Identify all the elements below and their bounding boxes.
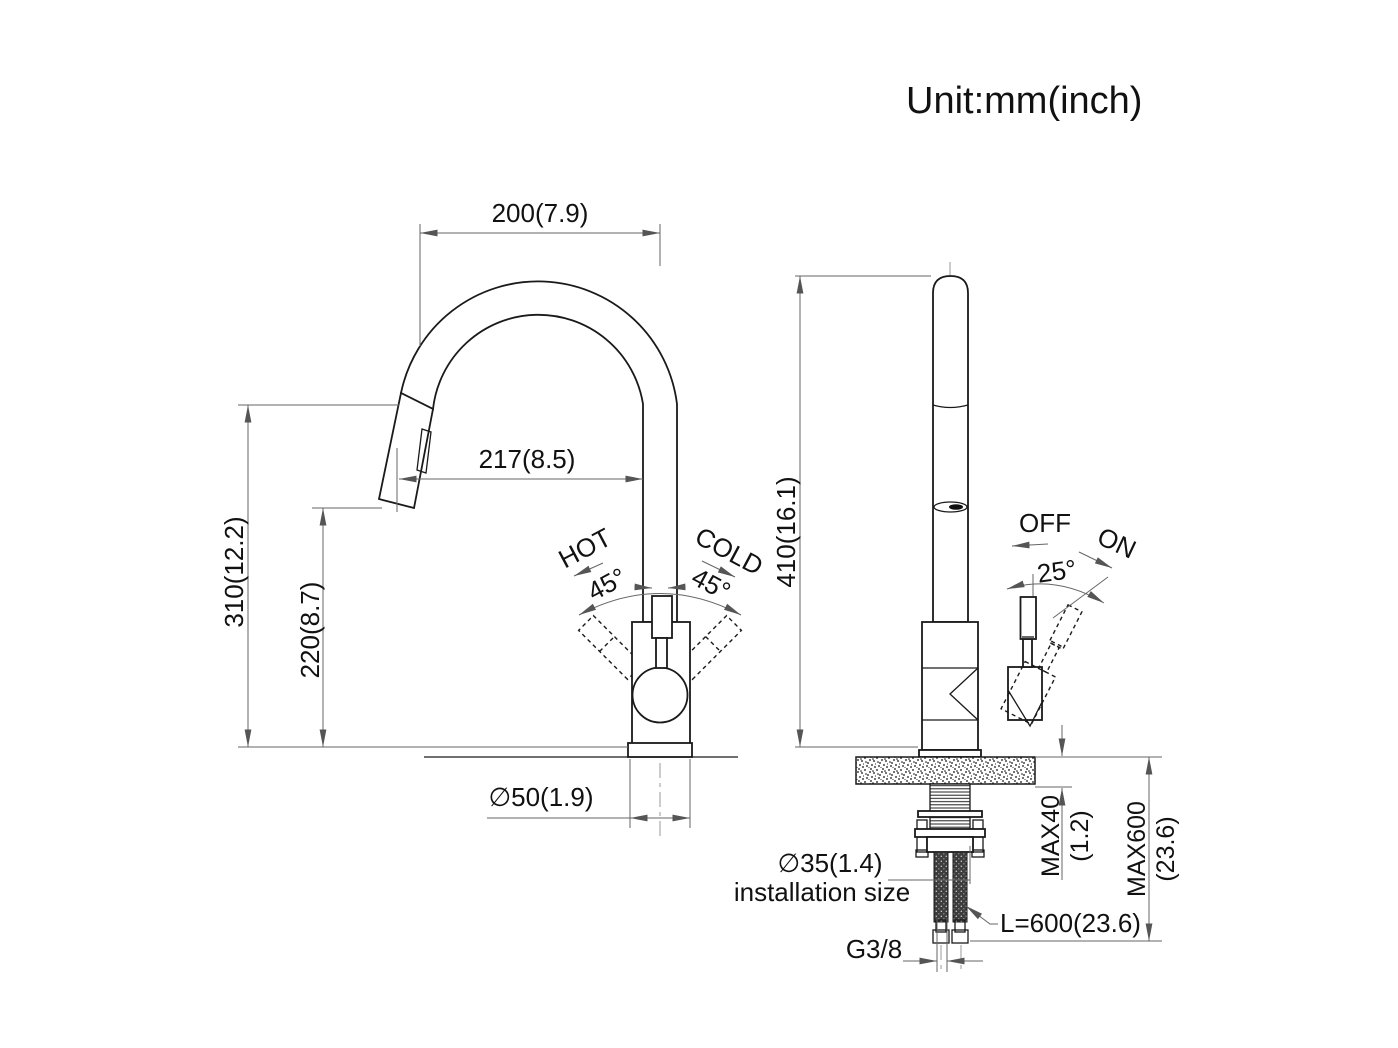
faucet-column-side (932, 275, 969, 623)
dim-base-diameter-label: ∅50(1.9) (488, 782, 593, 812)
hose-fitting-right (951, 929, 969, 944)
on-label: ON (1093, 521, 1141, 565)
countertop (855, 756, 1036, 785)
spray-head (377, 391, 435, 510)
dim-counter-thickness: MAX40 (1.2) (1035, 725, 1094, 880)
off-label: OFF (1019, 508, 1071, 538)
max-counter-label-1: MAX40 (1037, 795, 1065, 877)
dim-spout-reach: 217(8.5) (396, 444, 643, 512)
install-size-label: installation size (734, 877, 910, 907)
body-wedge (949, 667, 979, 721)
max-counter-label-2: (1.2) (1066, 810, 1094, 861)
hot-angle-label: 45° (582, 562, 631, 607)
column-seam (933, 501, 968, 513)
mounting-bracket (914, 828, 986, 838)
mounting-hardware (914, 783, 986, 858)
unit-label: Unit:mm(inch) (906, 80, 1142, 122)
hose-fitting-neck-right (954, 919, 966, 933)
supply-hoses (932, 851, 969, 974)
front-view: 200(7.9) 217(8.5) 310(12.2) 220(8.7) (219, 198, 768, 838)
mounting-washer (917, 810, 983, 818)
dim-spout-width: 200(7.9) (419, 198, 661, 346)
base-flange-front (627, 742, 693, 758)
hose-left (933, 851, 949, 923)
handle-side-rotated (1000, 603, 1083, 726)
faucet-body-side (921, 621, 979, 751)
hose-right (952, 851, 968, 923)
bolt-head-right (971, 849, 985, 858)
max-below-label-1: MAX600 (1123, 801, 1151, 897)
spray-head-button (416, 428, 432, 474)
dim-total-height-label: 310(12.2) (219, 516, 249, 627)
side-view: 410(16.1) OFF ON 25° MAX40 (1.2) MAX600 (734, 262, 1180, 974)
dim-height-side: 410(16.1) (771, 275, 931, 748)
max-below-label-2: (23.6) (1152, 816, 1180, 881)
dim-total-height: 310(12.2) (219, 404, 399, 747)
dim-max-below-counter: MAX600 (23.6) (970, 756, 1180, 942)
bolt-head-left (915, 849, 929, 858)
hose-length-label: L=600(23.6) (1000, 908, 1141, 938)
hose-length-callout: L=600(23.6) (965, 905, 1141, 938)
dim-height-side-label: 410(16.1) (771, 476, 801, 587)
dim-body-height: 220(8.7) (238, 507, 628, 748)
joint-ball (631, 666, 689, 724)
hose-fitting-neck-left (935, 919, 947, 933)
hose-fitting-left (932, 929, 950, 944)
base-flange-side (918, 749, 982, 758)
handle-lever-front (651, 595, 673, 639)
handle-stem-front (655, 637, 668, 669)
column-joint-line (932, 404, 969, 409)
dim-spout-reach-label: 217(8.5) (479, 444, 576, 474)
thread-size-label: G3/8 (846, 934, 902, 964)
column-seam-mark (949, 504, 963, 510)
mounting-nut (926, 836, 974, 853)
thread-size-dim: G3/8 (846, 918, 983, 972)
install-diameter-label: ∅35(1.4) (777, 848, 882, 878)
install-hole-callout: ∅35(1.4) installation size (734, 846, 971, 907)
dim-base-diameter: ∅50(1.9) (487, 759, 691, 828)
dim-spout-width-label: 200(7.9) (492, 198, 589, 228)
cold-angle-label: 45° (687, 562, 736, 607)
handle-angle-label: 25° (1035, 553, 1078, 588)
dim-body-height-label: 220(8.7) (295, 582, 325, 679)
